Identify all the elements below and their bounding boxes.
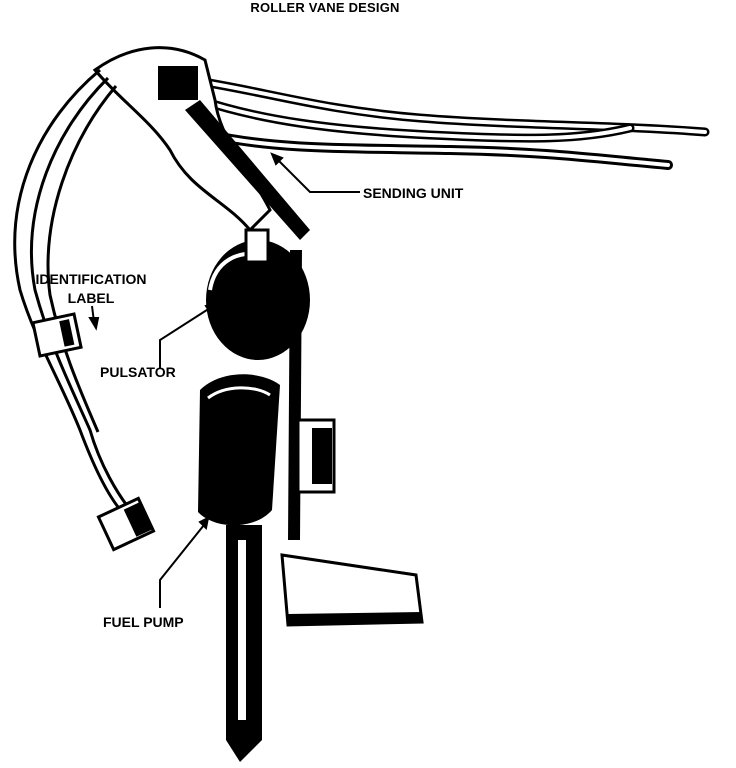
fuel-pump-label: FUEL PUMP bbox=[103, 614, 184, 630]
diagram-title: ROLLER VANE DESIGN bbox=[250, 0, 400, 15]
pulsator-label: PULSATOR bbox=[100, 364, 176, 380]
identification-label-tag bbox=[31, 312, 83, 358]
electrical-connector bbox=[96, 496, 156, 552]
fuel-lines bbox=[185, 75, 710, 170]
float-plate bbox=[280, 553, 424, 627]
identification-label-line2: LABEL bbox=[67, 290, 115, 306]
fuel-pump-body bbox=[198, 374, 280, 526]
pulsator-leader bbox=[159, 307, 211, 368]
identification-label-line1: IDENTIFICATION bbox=[35, 271, 147, 287]
support-bracket bbox=[288, 250, 336, 540]
leader-lines bbox=[88, 152, 360, 608]
fuel-pump-leader bbox=[159, 524, 205, 608]
sending-unit-top bbox=[92, 46, 310, 240]
sending-unit-label: SENDING UNIT bbox=[363, 185, 464, 201]
pulsator bbox=[206, 228, 310, 360]
identification-label-label: IDENTIFICATION LABEL bbox=[20, 270, 162, 308]
pickup-tube bbox=[226, 525, 262, 762]
sending-unit-leader bbox=[277, 159, 360, 193]
